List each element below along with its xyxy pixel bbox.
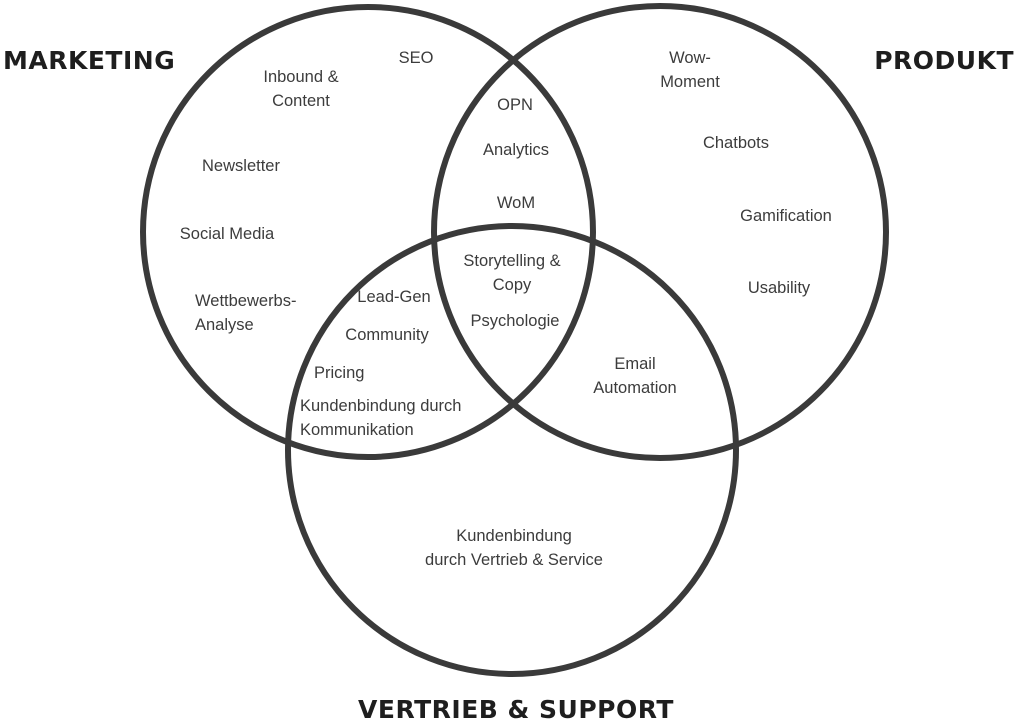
label-line: Kommunikation (300, 421, 414, 439)
label-line: Storytelling & (463, 252, 560, 270)
label-line: Copy (493, 276, 532, 294)
produkt-circle (431, 3, 889, 461)
set-title-vertrieb: VERTRIEB & SUPPORT (358, 695, 674, 723)
label-line: Usability (748, 279, 811, 297)
label-line: Kundenbindung (456, 527, 572, 545)
label-marketing-only-4: Wettbewerbs- Analyse (195, 292, 296, 334)
label-line: Kundenbindung durch (300, 397, 461, 415)
label-line: Automation (593, 379, 676, 397)
label-line: Analytics (483, 141, 549, 159)
label-all-three-1: Psychologie (471, 312, 560, 330)
label-marketing-only-3: Social Media (180, 225, 275, 243)
label-line: Content (272, 92, 330, 110)
label-all-three-0: Storytelling & Copy (463, 252, 560, 294)
label-line: Lead-Gen (357, 288, 430, 306)
label-produkt-only-0: Wow- Moment (660, 49, 720, 91)
label-line: Chatbots (703, 134, 769, 152)
label-produkt-only-3: Usability (748, 279, 811, 297)
label-line: Analyse (195, 316, 254, 334)
label-line: durch Vertrieb & Service (425, 551, 603, 569)
label-line: OPN (497, 96, 533, 114)
label-vertrieb-only-0: Kundenbindung durch Vertrieb & Service (425, 527, 603, 569)
label-line: Inbound & (263, 68, 338, 86)
label-marketing-vertrieb-2: Pricing (314, 364, 364, 382)
label-line: Psychologie (471, 312, 560, 330)
marketing-circle (140, 4, 596, 460)
label-line: SEO (399, 49, 434, 67)
label-marketing-vertrieb-1: Community (345, 326, 429, 344)
label-line: Community (345, 326, 429, 344)
label-marketing-only-0: SEO (399, 49, 434, 67)
label-line: Wow- (669, 49, 711, 67)
label-marketing-produkt-0: OPN (497, 96, 533, 114)
set-title-marketing: MARKETING (3, 46, 175, 75)
label-marketing-produkt-2: WoM (497, 194, 535, 212)
label-line: WoM (497, 194, 535, 212)
vertrieb-circle (285, 223, 739, 677)
label-marketing-produkt-1: Analytics (483, 141, 549, 159)
label-line: Email (614, 355, 655, 373)
label-marketing-vertrieb-0: Lead-Gen (357, 288, 430, 306)
label-marketing-only-2: Newsletter (202, 157, 280, 175)
label-line: Newsletter (202, 157, 280, 175)
label-produkt-only-1: Chatbots (703, 134, 769, 152)
label-line: Pricing (314, 364, 364, 382)
label-line: Wettbewerbs- (195, 292, 296, 310)
label-line: Social Media (180, 225, 275, 243)
label-line: Moment (660, 73, 720, 91)
label-marketing-only-1: Inbound & Content (263, 68, 338, 110)
set-title-produkt: PRODUKT (874, 46, 1014, 75)
label-line: Gamification (740, 207, 832, 225)
label-produkt-only-2: Gamification (740, 207, 832, 225)
